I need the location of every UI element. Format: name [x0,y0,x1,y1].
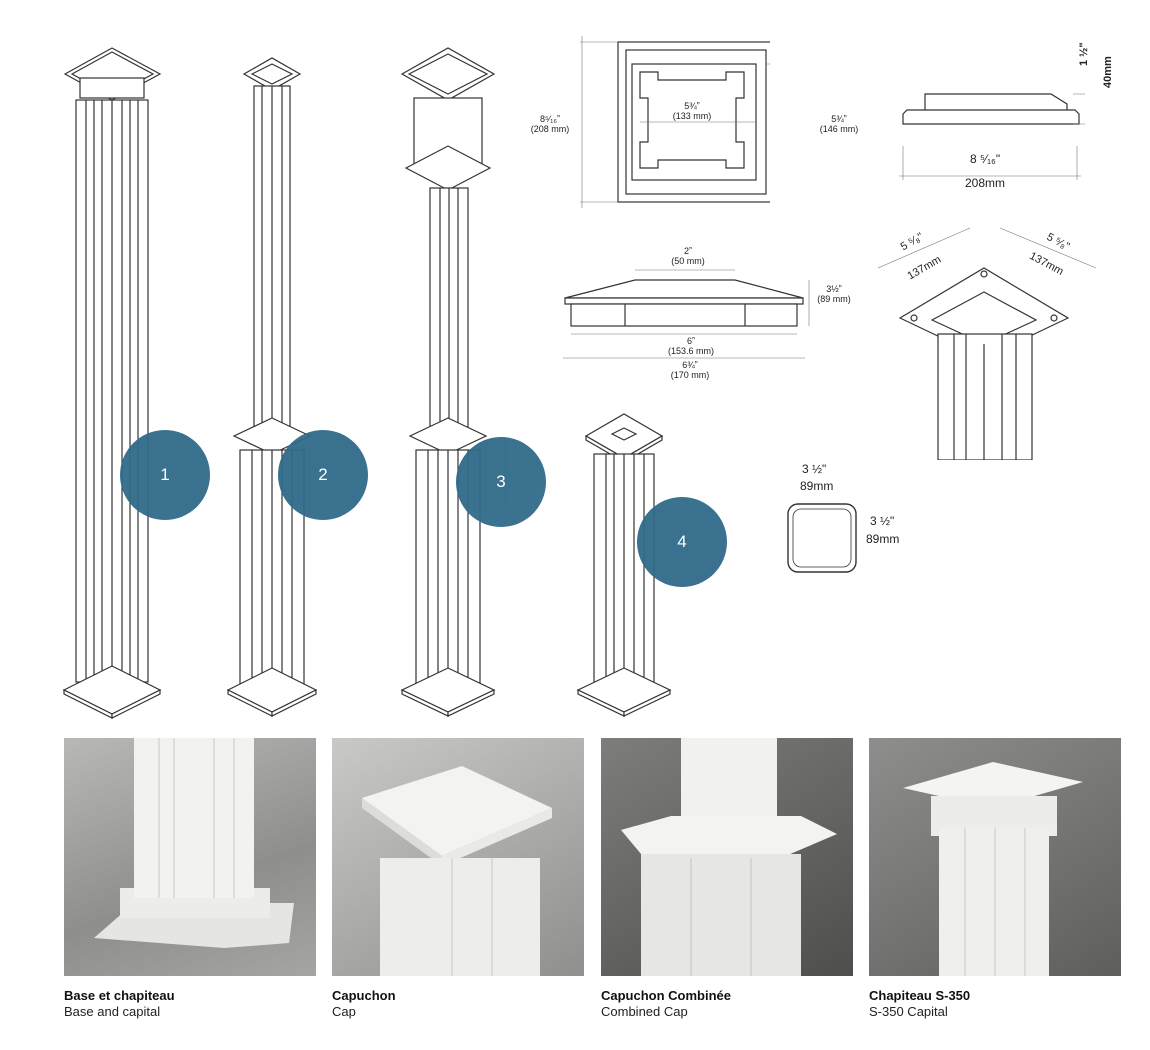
column-badge-4: 4 [637,497,727,587]
profile-width-mm: 89mm [800,479,834,493]
column-badge-1: 1 [120,430,210,520]
column-badge-2: 2 [278,430,368,520]
base-top-view-drawing [580,36,770,208]
photo-base-capital [64,738,316,976]
cap-side-view-drawing [563,269,810,359]
column-badge-3: 3 [456,437,546,527]
profile-width-in: 3 ½" [802,462,827,476]
photo-s350-capital [869,738,1121,976]
caption-en-2: Cap [332,1004,356,1019]
column-3-drawing [400,47,496,717]
caption-fr-3: Capuchon Combinée [601,988,732,1003]
column-2-drawing [226,57,318,717]
photo-cap [332,738,584,976]
profile-height-in: 3 ½" [870,514,895,528]
base-height-mm: 40mm [1102,56,1114,88]
caption-fr-2: Capuchon [332,988,396,1003]
top-view-outer-dim: 8⁵⁄₁₆ˮ(208 mm) [530,114,570,134]
cap-outer-dim: 6¾ˮ(170 mm) [670,360,710,380]
profile-drawing [787,503,857,573]
profile-height-mm: 89mm [866,532,900,546]
column-drawings [62,47,672,719]
caption-en-1: Base and capital [64,1004,161,1019]
top-view-mid-dim: 5¾ˮ(146 mm) [819,114,859,134]
caption-en-4: S-350 Capital [869,1004,948,1019]
base-height-in: 1 ½" [1078,42,1090,66]
caption-fr-4: Chapiteau S-350 [869,988,971,1003]
cap-height-dim: 3½ˮ(89 mm) [817,284,851,304]
top-view-inner-dim: 5¾ˮ(133 mm) [672,101,712,121]
cap-inner-dim: 6ˮ(153.6 mm) [667,336,714,356]
base-width-in: 8 ⁵⁄₁₆" [970,152,1001,166]
column-1-drawing [62,47,162,719]
base-width-mm: 208mm [965,176,1006,190]
column-4-drawing [576,413,672,717]
caption-en-3: Combined Cap [601,1004,688,1019]
caption-fr-1: Base et chapiteau [64,988,175,1003]
cap-top-dim: 2ˮ(50 mm) [671,246,705,266]
photo-combined-cap [601,738,853,976]
base-side-view-drawing [899,93,1085,180]
capital-drawing [877,227,1097,460]
